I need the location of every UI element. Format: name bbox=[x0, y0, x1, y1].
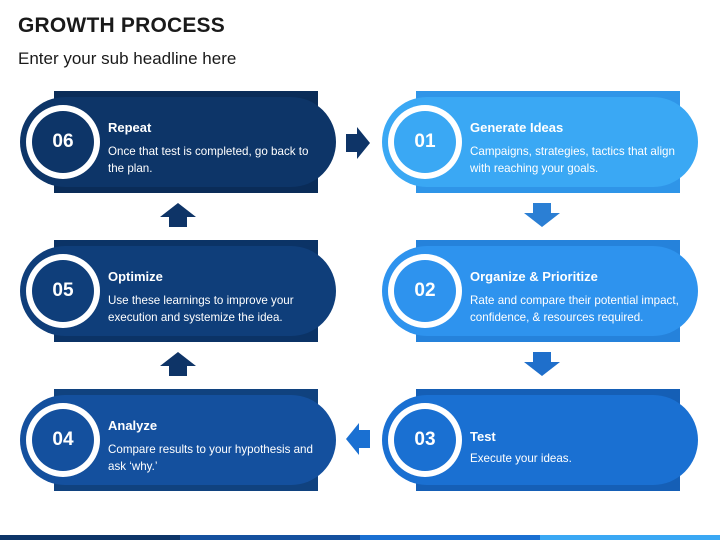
step-description-04: Compare results to your hypothesis and a… bbox=[108, 443, 313, 473]
step-number-05: 05 bbox=[32, 260, 94, 322]
page-title: GROWTH PROCESS bbox=[18, 14, 225, 37]
step-number-01: 01 bbox=[394, 111, 456, 173]
step-card-06: 06 Repeat Once that test is completed, g… bbox=[20, 91, 336, 193]
step-title-06: Repeat bbox=[108, 120, 152, 135]
arrow-up-icon bbox=[160, 203, 196, 227]
arrow-up-icon bbox=[160, 352, 196, 376]
bottom-bar-segment bbox=[540, 535, 720, 540]
arrow-right-icon bbox=[346, 127, 370, 159]
step-title-04: Analyze bbox=[108, 418, 158, 433]
step-card-04: 04 Analyze Compare results to your hypot… bbox=[20, 389, 336, 491]
arrow-down-icon bbox=[524, 203, 560, 227]
step-title-02: Organize & Prioritize bbox=[470, 269, 598, 284]
step-number-06: 06 bbox=[32, 111, 94, 173]
step-description-06: Once that test is completed, go back to … bbox=[108, 145, 309, 175]
step-card-02: 02 Organize & Prioritize Rate and compar… bbox=[382, 240, 698, 342]
step-card-01: 01 Generate Ideas Campaigns, strategies,… bbox=[382, 91, 698, 193]
step-description-05: Use these learnings to improve your exec… bbox=[108, 294, 294, 324]
step-card-05: 05 Optimize Use these learnings to impro… bbox=[20, 240, 336, 342]
bottom-bar-segment bbox=[180, 535, 360, 540]
step-description-01: Campaigns, strategies, tactics that alig… bbox=[470, 145, 675, 175]
step-title-03: Test bbox=[470, 429, 496, 444]
arrow-down-icon bbox=[524, 352, 560, 376]
arrow-left-icon bbox=[346, 423, 370, 455]
bottom-bar-segment bbox=[360, 535, 540, 540]
bottom-bar-segment bbox=[0, 535, 180, 540]
bottom-accent-bar bbox=[0, 535, 720, 540]
step-number-03: 03 bbox=[394, 409, 456, 471]
step-title-01: Generate Ideas bbox=[470, 120, 564, 135]
page-subtitle: Enter your sub headline here bbox=[18, 49, 237, 68]
step-title-05: Optimize bbox=[108, 269, 163, 284]
step-description-02: Rate and compare their potential impact,… bbox=[470, 294, 679, 324]
step-number-04: 04 bbox=[32, 409, 94, 471]
step-description-03: Execute your ideas. bbox=[470, 452, 572, 465]
step-card-03: 03 Test Execute your ideas. bbox=[382, 389, 698, 491]
step-number-02: 02 bbox=[394, 260, 456, 322]
